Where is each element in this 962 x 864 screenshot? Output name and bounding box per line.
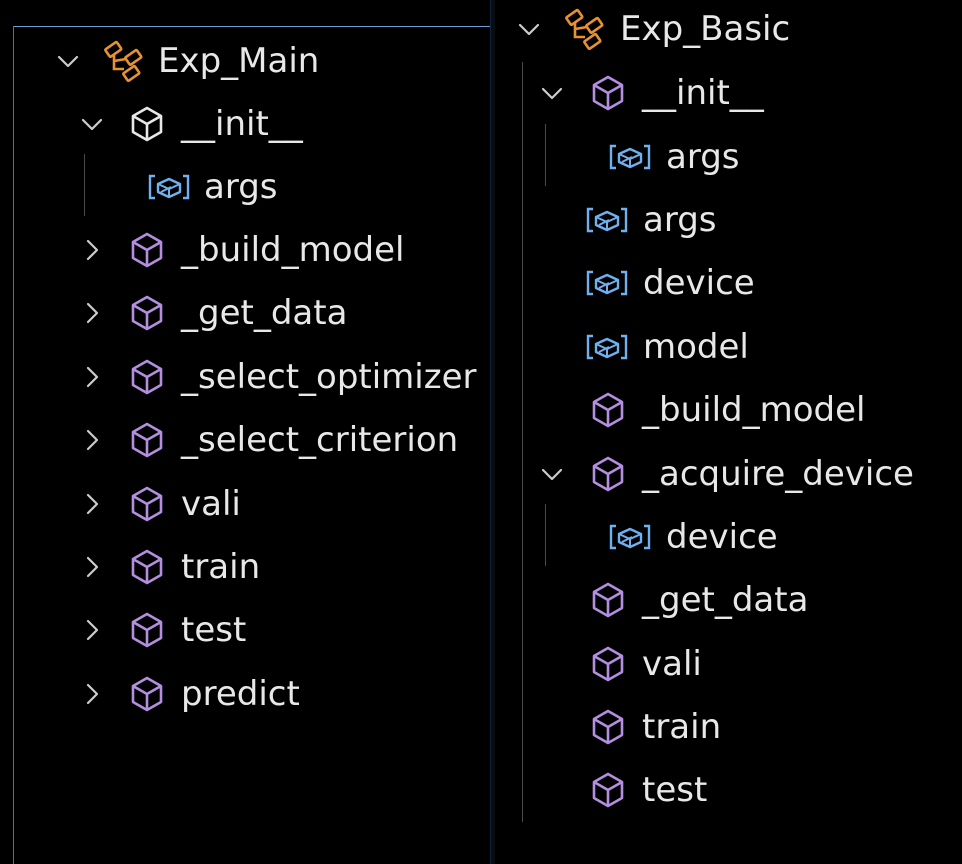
method-label: vali [642,644,702,684]
tree-row-method[interactable]: test [495,770,962,810]
chevron-down-icon[interactable] [540,462,564,486]
method-label: __init__ [642,73,764,113]
focus-border-left [13,26,14,864]
method-label: predict [181,674,300,714]
tree-row-method[interactable]: _build_model [495,390,962,430]
chevron-down-icon[interactable] [80,112,104,136]
chevron-right-icon[interactable] [80,682,104,706]
tree-row-method[interactable]: _select_criterion [0,420,490,460]
class-icon [563,7,607,51]
tree-row-field[interactable]: device [495,263,962,303]
tree-row-init-args[interactable]: args [0,167,490,207]
tree-row-init[interactable]: __init__ [0,104,490,144]
tree-row-method[interactable]: _get_data [495,580,962,620]
variable-icon [608,518,652,556]
tree-row-field[interactable]: model [495,327,962,367]
method-label: vali [181,484,241,524]
method-label: __init__ [181,104,303,144]
variable-label: device [643,263,755,303]
method-icon [128,294,166,332]
tree-row-method[interactable]: vali [0,484,490,524]
method-label: train [642,707,722,747]
variable-icon [585,201,629,239]
indent-guide [545,504,546,566]
method-label: test [181,610,247,650]
tree-row-method[interactable]: _get_data [0,293,490,333]
method-icon [589,645,627,683]
method-icon [589,581,627,619]
method-label: test [642,770,708,810]
tree-row-exp-main[interactable]: Exp_Main [0,41,490,81]
chevron-right-icon[interactable] [80,555,104,579]
indent-guide [522,62,523,822]
pane-splitter[interactable] [490,0,495,864]
variable-label: model [643,327,749,367]
tree-row-acquire-device-child[interactable]: device [495,517,962,557]
tree-row-method[interactable]: train [495,707,962,747]
chevron-down-icon[interactable] [56,49,80,73]
variable-label: args [204,167,278,207]
tree-row-method[interactable]: _build_model [0,230,490,270]
left-outline-pane[interactable]: Exp_Main __init__ args _build_model _get… [0,0,490,864]
tree-row-field[interactable]: args [495,200,962,240]
chevron-down-icon[interactable] [517,17,541,41]
method-label: _acquire_device [642,454,914,494]
method-icon [589,771,627,809]
tree-row-method[interactable]: train [0,547,490,587]
tree-row-method[interactable]: test [0,610,490,650]
variable-label: device [666,517,778,557]
method-icon [589,74,627,112]
method-icon [128,105,166,143]
method-label: _build_model [642,390,866,430]
method-label: train [181,547,261,587]
variable-label: args [643,200,717,240]
method-icon [128,231,166,269]
tree-row-method[interactable]: _select_optimizer [0,357,490,397]
tree-row-method[interactable]: vali [495,644,962,684]
variable-icon [608,138,652,176]
method-icon [128,675,166,713]
focus-border-top [14,26,490,27]
chevron-right-icon[interactable] [80,238,104,262]
chevron-right-icon[interactable] [80,618,104,642]
class-label: Exp_Basic [620,9,791,49]
method-label: _build_model [181,230,405,270]
method-icon [128,611,166,649]
method-icon [128,358,166,396]
method-icon [128,548,166,586]
chevron-right-icon[interactable] [80,365,104,389]
method-label: _select_optimizer [181,357,477,397]
method-icon [589,708,627,746]
method-icon [128,421,166,459]
tree-row-exp-basic[interactable]: Exp_Basic [495,9,962,49]
class-icon [102,39,146,83]
tree-row-init[interactable]: __init__ [495,73,962,113]
variable-icon [585,328,629,366]
method-icon [589,455,627,493]
variable-icon [585,264,629,302]
right-outline-pane[interactable]: Exp_Basic __init__ args args device mode… [495,0,962,864]
chevron-down-icon[interactable] [540,81,564,105]
method-label: _get_data [181,293,348,333]
method-label: _get_data [642,580,809,620]
indent-guide [84,154,85,216]
chevron-right-icon[interactable] [80,301,104,325]
variable-label: args [666,137,740,177]
chevron-right-icon[interactable] [80,428,104,452]
method-label: _select_criterion [181,420,459,460]
variable-icon [147,168,191,206]
tree-row-method[interactable]: predict [0,674,490,714]
tree-row-init-args[interactable]: args [495,137,962,177]
class-label: Exp_Main [158,41,320,81]
indent-guide [545,124,546,186]
tree-row-acquire-device[interactable]: _acquire_device [495,454,962,494]
chevron-right-icon[interactable] [80,492,104,516]
method-icon [128,485,166,523]
method-icon [589,391,627,429]
